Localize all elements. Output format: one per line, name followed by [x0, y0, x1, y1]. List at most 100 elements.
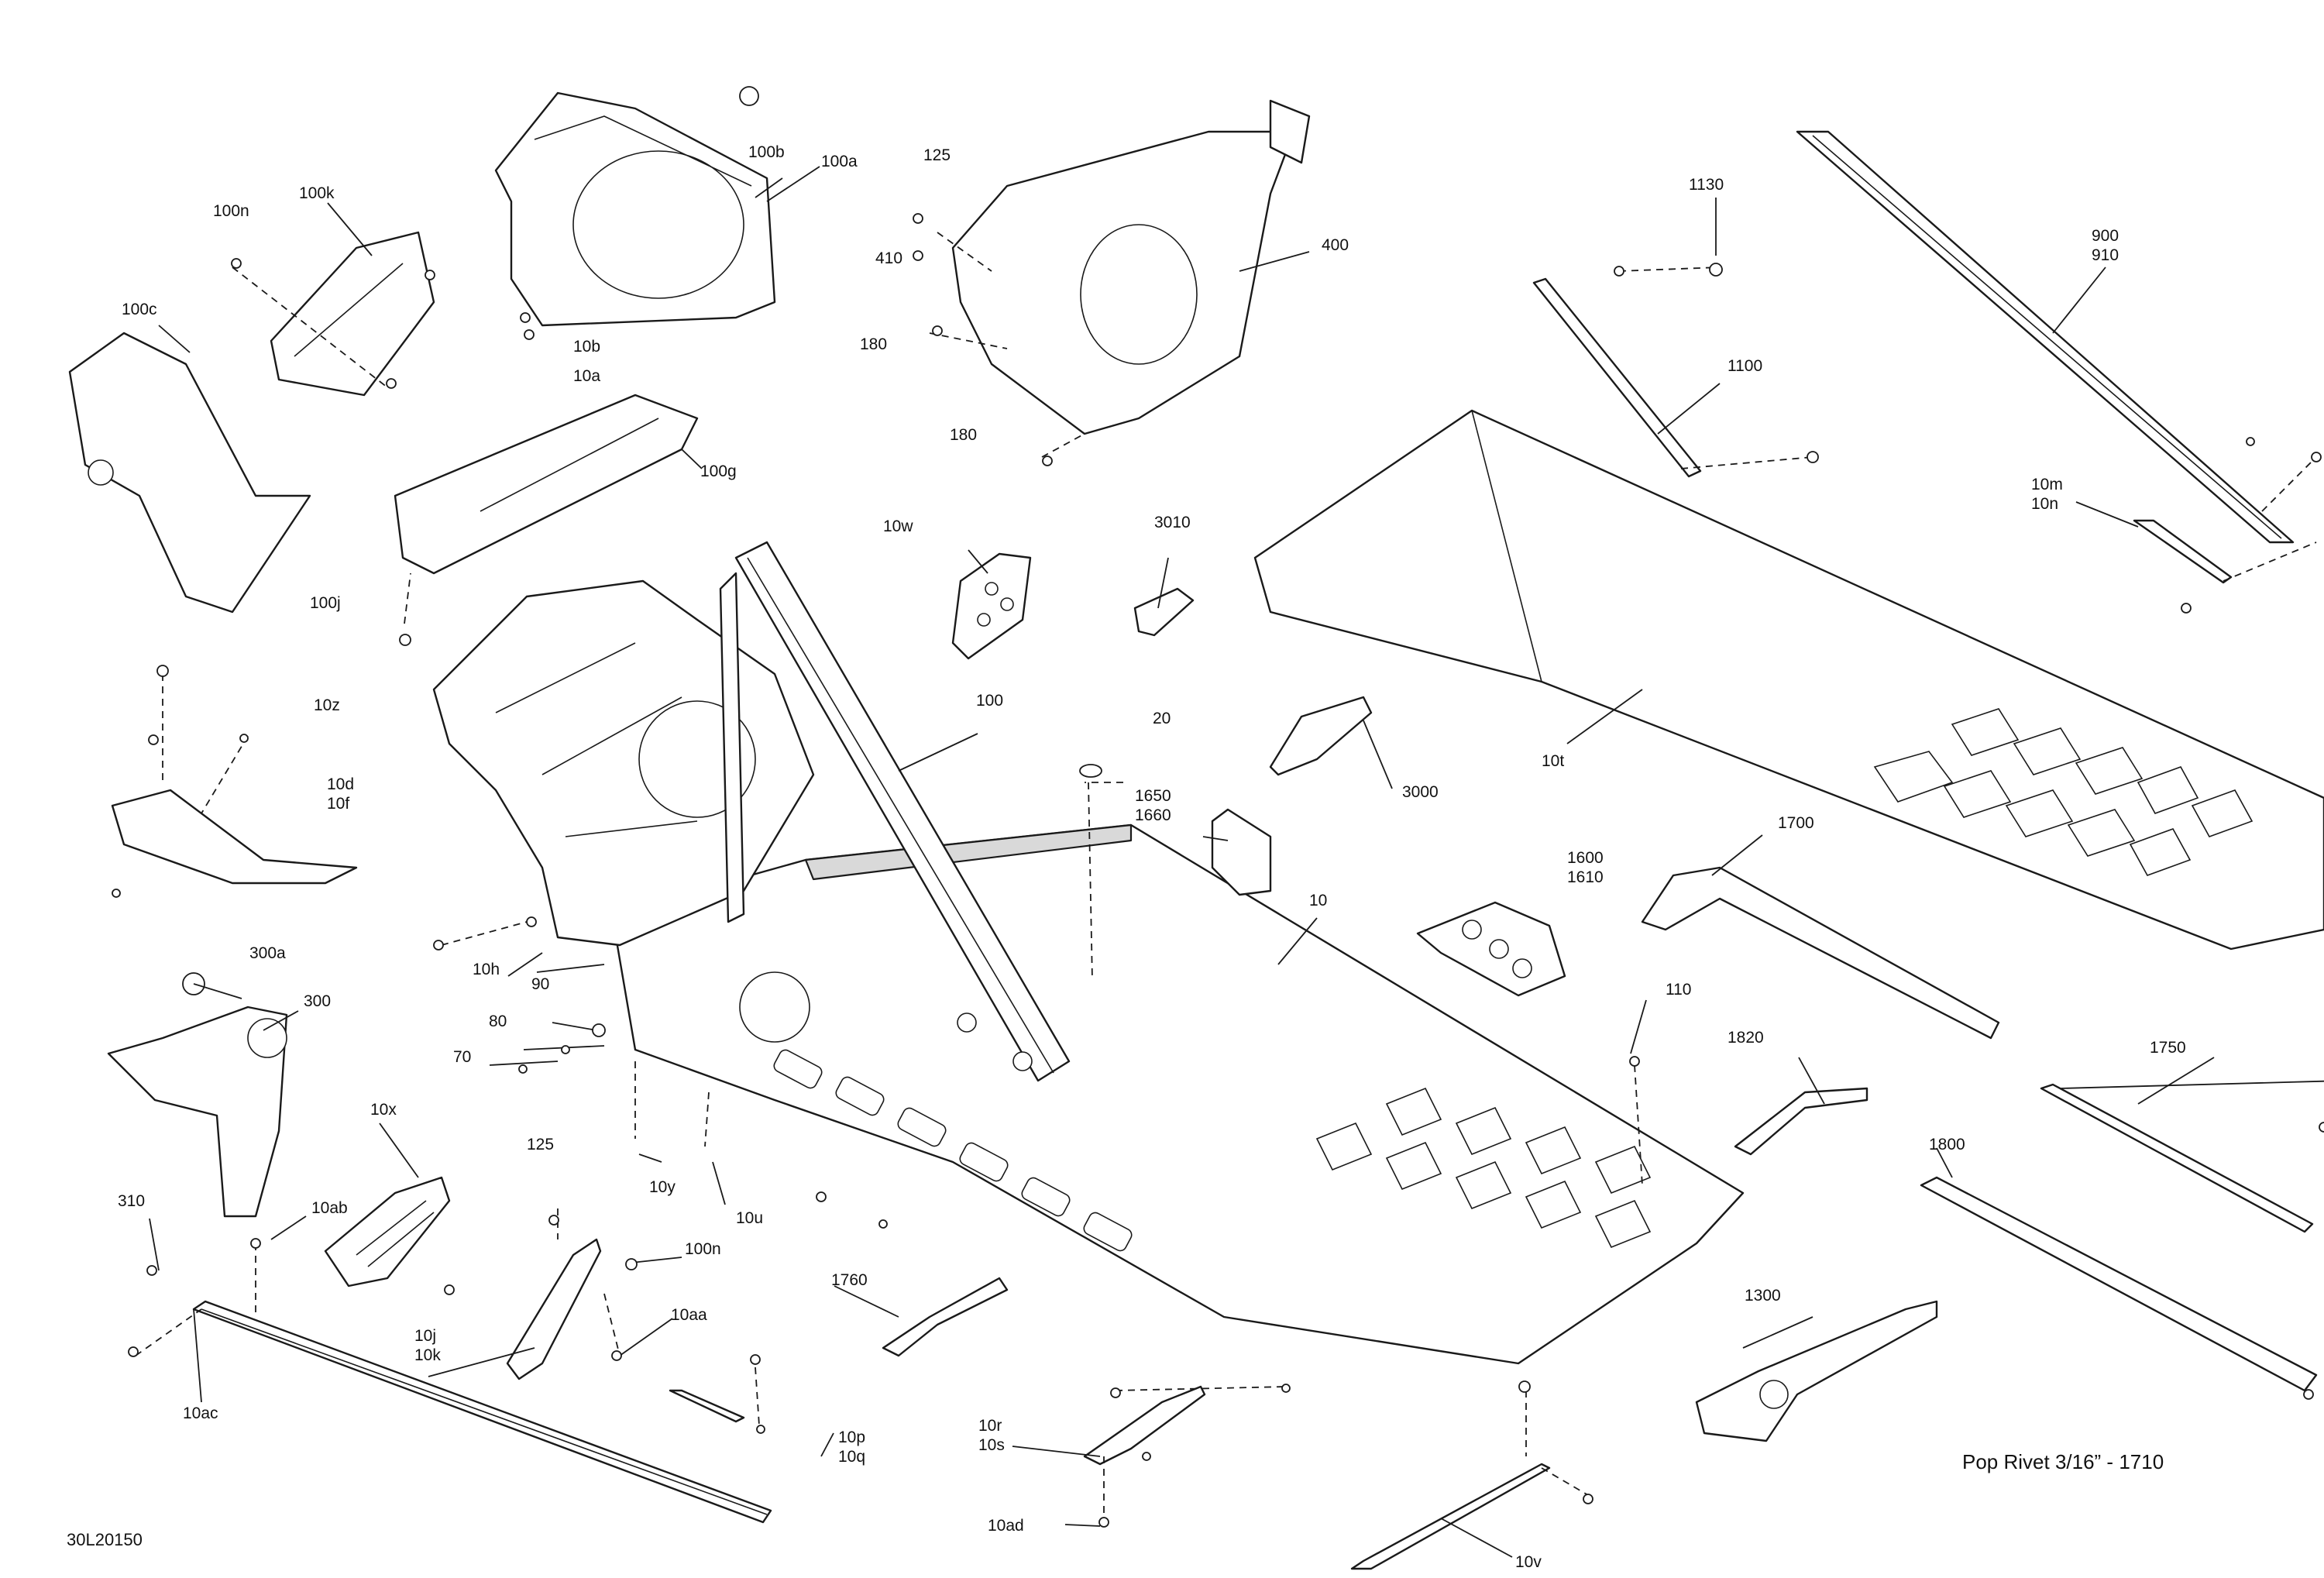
callout-text: 90: [531, 975, 550, 993]
callout-text: 1650: [1135, 787, 1171, 805]
rail-1750: [2040, 1083, 2314, 1233]
plate-1600-1610: [1416, 901, 1566, 997]
callout-text: 70: [453, 1048, 472, 1066]
rear-bumper-1300: [1695, 1300, 1938, 1442]
callout-text: 10f: [327, 795, 350, 813]
callout-1750: 1750: [2150, 1038, 2186, 1057]
callout-125-bottom: 125: [527, 1135, 554, 1154]
callout-text: 10w: [883, 517, 913, 535]
callout-text: 125: [527, 1136, 555, 1153]
callout-text: 100: [976, 692, 1004, 710]
callout-text: 100c: [122, 301, 157, 318]
callout-300: 300: [304, 992, 331, 1011]
callout-310: 310: [118, 1191, 145, 1211]
bracket-1760: [882, 1277, 1009, 1357]
callout-text: 400: [1322, 236, 1349, 254]
callout-text: 10d: [327, 775, 355, 793]
callout-100n-bottom: 100n: [685, 1239, 721, 1259]
callout-70: 70: [453, 1047, 471, 1067]
callout-100c: 100c: [122, 300, 157, 319]
callout-text: 10r: [978, 1417, 1002, 1435]
callout-text: 3000: [1402, 783, 1439, 801]
gusset-100k: [270, 231, 435, 397]
bracket-1650-1660: [1211, 808, 1272, 896]
callout-text: 1660: [1135, 806, 1171, 824]
callout-10x: 10x: [370, 1100, 397, 1119]
fasteners: [112, 86, 2324, 1528]
callout-100j: 100j: [310, 593, 341, 613]
guard-10x: [324, 1176, 451, 1287]
diagram-id: 30L20150: [67, 1530, 143, 1549]
callout-1760: 1760: [831, 1270, 868, 1290]
panel-cutouts: [1873, 708, 2254, 876]
rail-1700: [1641, 866, 2000, 1040]
callout-text: 10k: [414, 1346, 441, 1364]
callout-text: 100k: [299, 184, 335, 202]
callout-text: 125: [923, 146, 951, 164]
bracket-1820: [1734, 1087, 1868, 1156]
callout-80: 80: [489, 1012, 507, 1031]
callout-100a: 100a: [821, 152, 858, 171]
callout-text: 10v: [1515, 1553, 1542, 1571]
strut-1100: [1532, 277, 1702, 478]
callout-text: 1820: [1728, 1029, 1764, 1047]
front-arm-300: [107, 972, 288, 1218]
callout-1130: 1130: [1689, 175, 1724, 194]
callout-text: 10x: [370, 1101, 397, 1119]
callout-text: 10ab: [311, 1199, 348, 1217]
callout-text: 310: [118, 1192, 146, 1210]
bracket-10w: [951, 552, 1032, 660]
callout-text: 910: [2092, 246, 2119, 264]
callout-text: 1760: [831, 1271, 868, 1289]
bracket-3000: [1269, 696, 1373, 776]
callout-text: 300: [304, 992, 332, 1010]
callout-text: 10aa: [671, 1306, 707, 1324]
blade-small: [669, 1389, 745, 1423]
callout-text: 180: [950, 426, 978, 444]
callout-10t: 10t: [1542, 751, 1564, 771]
callout-text: 80: [489, 1012, 507, 1030]
rear-upper-frame-400: [951, 99, 1311, 435]
callout-180-a: 180: [860, 335, 887, 354]
callout-text: 100a: [821, 153, 858, 170]
callout-text: 1800: [1929, 1136, 1965, 1153]
callout-text: 10a: [573, 367, 601, 385]
callout-text: 10z: [314, 696, 340, 714]
callout-text: 10y: [649, 1178, 676, 1196]
callout-90: 90: [531, 975, 549, 994]
front-bulkhead-100a: [494, 91, 776, 327]
pop-rivet-note: Pop Rivet 3/16” - 1710: [1962, 1450, 2164, 1473]
callout-text: 1100: [1728, 357, 1763, 375]
callout-text: 300a: [249, 944, 286, 962]
callout-text: 10m: [2031, 476, 2063, 493]
rail-1800: [1920, 1176, 2318, 1392]
callout-400: 400: [1322, 235, 1349, 255]
callout-3000: 3000: [1402, 782, 1439, 802]
callout-text: 10t: [1542, 752, 1565, 770]
callout-text: 20: [1153, 710, 1171, 727]
callout-10aa: 10aa: [671, 1305, 707, 1325]
callout-text: 100j: [310, 594, 341, 612]
callout-text: 10ad: [988, 1517, 1024, 1535]
callout-20: 20: [1153, 709, 1171, 728]
callout-1700: 1700: [1778, 813, 1814, 833]
callout-125-top: 125: [923, 146, 951, 165]
callout-10a: 10a: [573, 366, 600, 386]
callout-1800: 1800: [1929, 1135, 1965, 1154]
callout-100: 100: [976, 691, 1003, 710]
callout-10ad: 10ad: [988, 1516, 1024, 1535]
assembly-dashed-lines: [135, 232, 2317, 1522]
tunnel-top-cutouts: [1315, 1087, 1652, 1249]
callout-180-b: 180: [950, 425, 977, 445]
rail-10p-10q: [192, 1300, 772, 1524]
callout-text: 900: [2092, 227, 2119, 245]
callout-300a: 300a: [249, 944, 286, 963]
callout-100g: 100g: [700, 462, 737, 481]
callout-1300: 1300: [1745, 1286, 1781, 1305]
